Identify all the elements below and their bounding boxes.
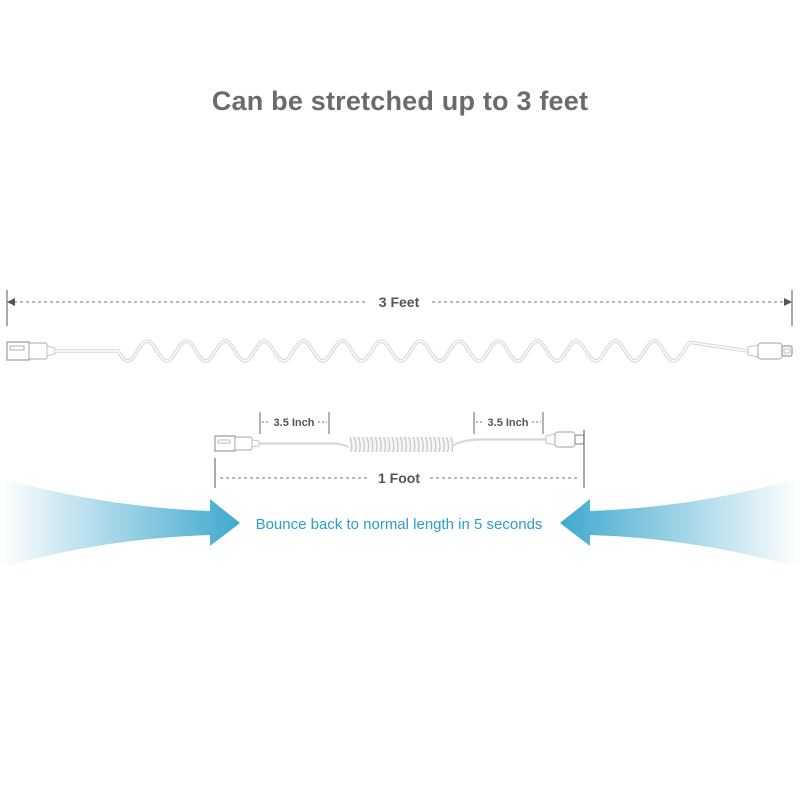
coil-loop <box>395 436 399 453</box>
arrow-right-icon <box>0 478 240 568</box>
coil-loop <box>433 436 437 453</box>
coil-loop <box>370 436 374 453</box>
stretched-dimension-line: 3 Feet <box>6 290 793 326</box>
coil-body <box>348 437 452 452</box>
usb-a-connector-icon <box>6 341 56 361</box>
coiled-cable <box>214 431 585 453</box>
coil-loop <box>445 436 450 453</box>
coil-loop <box>429 436 433 453</box>
usb-a-connector-icon <box>214 435 260 452</box>
arrow-left-icon <box>560 478 800 568</box>
coil-loop <box>416 436 420 453</box>
coil-loop <box>378 436 382 453</box>
coil-loop <box>437 436 441 453</box>
stretched-cable <box>6 339 793 363</box>
coil-loop <box>387 436 391 453</box>
coil-loop <box>412 436 416 453</box>
left-straight-label: 3.5 Inch <box>274 417 315 429</box>
coil-loop <box>349 436 353 453</box>
coil-loop <box>366 436 370 453</box>
coil-loop <box>361 436 366 453</box>
coil-loop <box>420 436 424 453</box>
coiled-dimension-line: 1 Foot <box>214 430 585 488</box>
right-straight-label: 3.5 Inch <box>488 417 529 429</box>
coil-loop <box>357 436 361 453</box>
coiled-length-label: 1 Foot <box>378 470 420 486</box>
coil-loop <box>408 436 412 453</box>
stretched-length-label: 3 Feet <box>379 294 420 310</box>
page-title: Can be stretched up to 3 feet <box>211 86 589 116</box>
cable-coil <box>348 436 454 453</box>
coil-loop <box>353 436 357 453</box>
bounce-back-message: Bounce back to normal length in 5 second… <box>256 516 543 533</box>
coil-loop <box>391 436 395 453</box>
coil-loop <box>382 436 387 453</box>
right-straight-dimension: 3.5 Inch <box>473 412 544 434</box>
micro-usb-connector-icon <box>545 431 585 448</box>
coil-loop <box>424 436 429 453</box>
micro-usb-connector-icon <box>747 342 793 360</box>
coil-loop <box>374 436 378 453</box>
left-straight-dimension: 3.5 Inch <box>259 412 330 434</box>
coil-loop <box>399 436 403 453</box>
coil-loop <box>403 436 408 453</box>
coil-loop <box>441 436 445 453</box>
